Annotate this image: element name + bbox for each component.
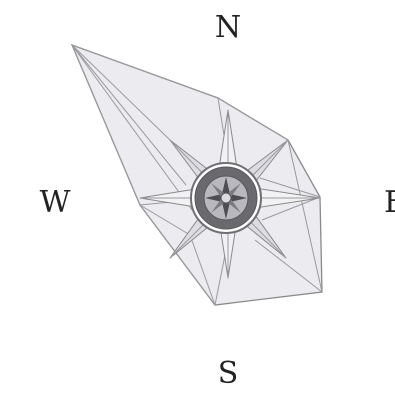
east-label: E [384,185,395,220]
south-label: S [218,356,239,391]
west-label: W [40,185,71,220]
north-label: N [215,10,241,45]
compass-medallion [191,163,261,233]
